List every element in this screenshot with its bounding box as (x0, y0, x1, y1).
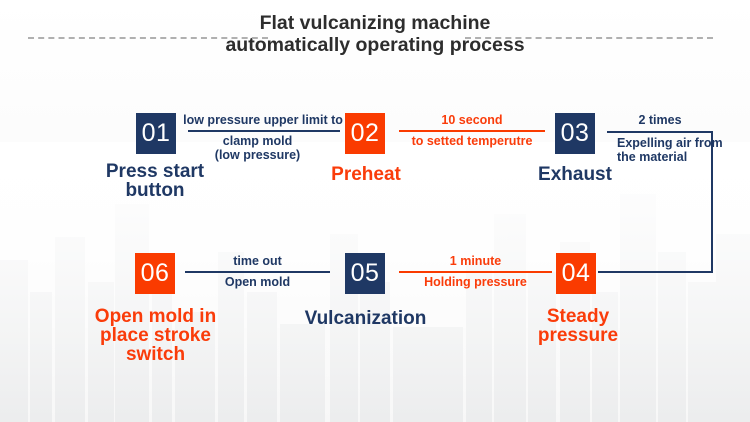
step-05-label: Vulcanization (304, 308, 427, 329)
step-04-label: Steady pressure (537, 306, 619, 346)
connector-01-02-label-bottom-line2: (low pressure) (214, 148, 301, 162)
connector-02-03-label-bottom: to setted temperutre (411, 134, 533, 148)
step-05-number-box: 05 (345, 253, 385, 294)
step-02-label: Preheat (331, 164, 401, 185)
dashed-divider-right (465, 37, 713, 39)
page-title: Flat vulcanizing machine automatically o… (0, 12, 750, 56)
step-02-number: 02 (350, 119, 380, 147)
step-06-number-box: 06 (135, 253, 175, 294)
connector-05-06-label-top: time out (233, 254, 282, 268)
connector-05-06-label-bottom: Open mold (224, 275, 291, 289)
step-06-number: 06 (140, 259, 170, 287)
connector-03-04-label-bottom: Expelling air from the material (617, 136, 723, 164)
page-title-line1: Flat vulcanizing machine (259, 12, 491, 34)
connector-01-02-label-top: low pressure upper limit to (183, 113, 343, 127)
connector-03-04-line-vertical (711, 131, 713, 273)
step-03-number-box: 03 (555, 113, 595, 154)
connector-02-03-label-top: 10 second (441, 113, 503, 127)
step-05-number: 05 (350, 259, 380, 287)
connector-04-05-label-top: 1 minute (449, 254, 502, 268)
connector-03-04-line-bottom (598, 271, 713, 273)
connector-01-02-label-bottom: clamp mold (low pressure) (185, 134, 330, 162)
connector-03-04-line-top (607, 131, 713, 133)
dashed-divider-left (28, 37, 268, 39)
step-03-number: 03 (560, 119, 590, 147)
connector-01-02-label-bottom-line1: clamp mold (222, 134, 293, 148)
connector-03-04-label-top: 2 times (638, 113, 682, 127)
step-01-number: 01 (141, 119, 171, 147)
connector-05-06-line (185, 271, 330, 273)
connector-01-02-line (188, 130, 340, 132)
step-04-number-box: 04 (556, 253, 596, 294)
step-01-label: Press start button (105, 161, 205, 201)
page-title-line2: automatically operating process (225, 33, 525, 56)
step-02-number-box: 02 (345, 113, 385, 154)
step-04-number: 04 (561, 259, 591, 287)
connector-03-04-label-bottom-line2: the material (617, 150, 688, 164)
connector-03-04-label-bottom-line1: Expelling air from (617, 136, 723, 150)
connector-04-05-line (399, 271, 552, 273)
connector-02-03-line (399, 130, 545, 132)
connector-04-05-label-bottom: Holding pressure (424, 275, 527, 289)
step-03-label: Exhaust (538, 164, 612, 185)
step-01-number-box: 01 (136, 113, 176, 154)
step-06-label: Open mold in place stroke switch (94, 306, 217, 365)
